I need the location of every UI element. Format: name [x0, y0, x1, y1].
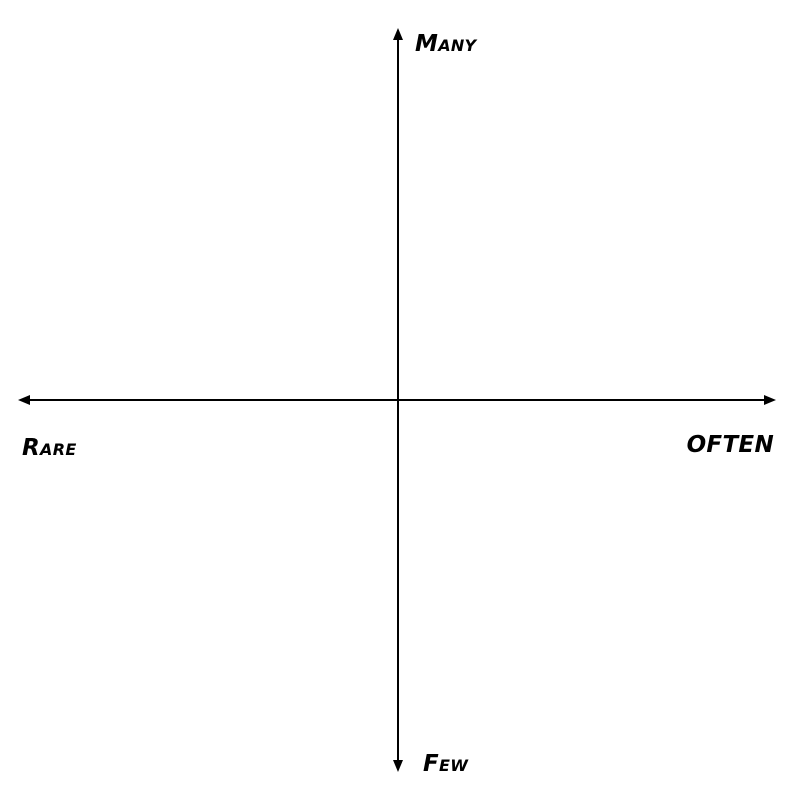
horizontal-axis-right-arrow — [764, 395, 776, 405]
vertical-axis-bottom-arrow — [393, 760, 403, 772]
horizontal-axis-left-label: Rare — [22, 435, 77, 461]
horizontal-axis-right-label: OFTEN — [686, 432, 774, 458]
vertical-axis-top-label: Many — [415, 31, 477, 57]
vertical-axis-bottom-label: Few — [423, 751, 469, 777]
vertical-axis-top-arrow — [393, 28, 403, 40]
horizontal-axis-left-arrow — [18, 395, 30, 405]
